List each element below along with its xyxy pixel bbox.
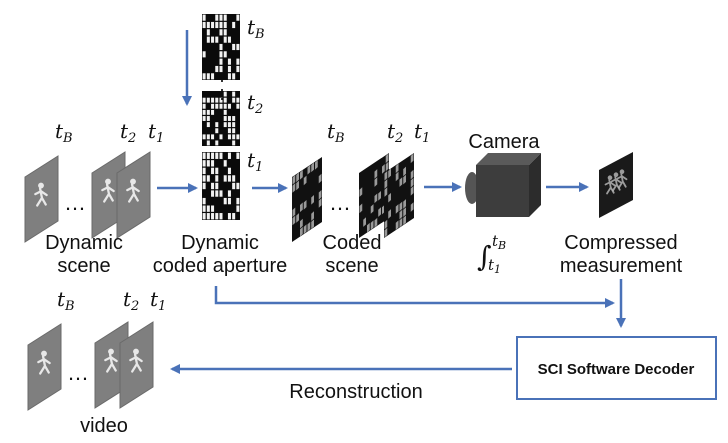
decoder-label: SCI Software Decoder (538, 361, 695, 378)
video-tB-label: t (57, 287, 66, 311)
dynamic-scene-frames: … (24, 151, 151, 243)
video-t2-sub: 2 (130, 299, 139, 314)
coded-dots: … (329, 190, 351, 215)
video-frames: … (27, 321, 154, 411)
mask-t2-label: t (247, 90, 256, 114)
svg-text:t1: t1 (148, 119, 164, 146)
scene-time-labels: tB t2 t1 (55, 119, 164, 146)
integral-lower: t (488, 256, 495, 274)
dynamic-scene-label-2: scene (57, 255, 110, 277)
coded-t1-label: t (414, 119, 423, 143)
mask-dots-2: · (219, 79, 225, 99)
svg-text:tB: tB (55, 119, 73, 146)
mask-t1-label: t (247, 148, 256, 172)
coded-aperture-masks: · · · (202, 14, 240, 220)
coded-frame-t1 (384, 153, 414, 238)
scene-t1-sub: 1 (156, 131, 164, 146)
svg-text:t2: t2 (247, 90, 263, 117)
scene-t2-label: t (120, 119, 129, 143)
scene-frame-tB (24, 155, 59, 243)
aperture-label-2: coded aperture (153, 255, 288, 277)
svg-text:tB: tB (492, 232, 506, 252)
video-tB-sub: B (64, 299, 75, 314)
scene-tB-sub: B (62, 131, 73, 146)
svg-text:t1: t1 (488, 256, 501, 276)
svg-text:t2: t2 (123, 287, 139, 314)
integral-upper: t (492, 232, 499, 250)
svg-text:t1: t1 (414, 119, 430, 146)
measurement-label-2: measurement (560, 255, 683, 277)
video-t1-sub: 1 (158, 299, 166, 314)
scene-tB-label: t (55, 119, 64, 143)
mask-tB (202, 14, 240, 80)
scene-t2-sub: 2 (127, 131, 136, 146)
coded-tB-sub: B (334, 131, 345, 146)
mask-dots-3: · (219, 88, 225, 108)
arrow-aperture-to-decoder (214, 286, 615, 308)
mask-t2-sub: 2 (254, 102, 263, 117)
measurement-label-1: Compressed (564, 232, 677, 254)
aperture-label-1: Dynamic (181, 232, 259, 254)
coded-tB-label: t (327, 119, 336, 143)
svg-text:tB: tB (57, 287, 75, 314)
coded-t2-label: t (387, 119, 396, 143)
camera-icon (465, 153, 541, 217)
coded-t2-sub: 2 (394, 131, 403, 146)
integral-lower-sub: 1 (494, 263, 501, 276)
sci-decoder-box: SCI Software Decoder (516, 336, 717, 400)
reconstruction-label: Reconstruction (289, 381, 422, 403)
svg-text:tB: tB (247, 15, 265, 42)
coded-scene-label-2: scene (325, 255, 378, 277)
integral-symbol: ∫ (477, 240, 492, 273)
coded-time-labels: tB t2 t1 (327, 119, 430, 146)
coded-scene-frames: … (292, 153, 414, 242)
mask-tB-sub: B (254, 27, 265, 42)
svg-text:t1: t1 (247, 148, 263, 175)
integral-upper-sub: B (497, 239, 506, 252)
mask-dots-1: · (219, 70, 225, 90)
camera-label: Camera (468, 131, 540, 153)
mask-time-labels: tB t2 t1 (247, 15, 265, 175)
scene-dots: … (64, 190, 86, 215)
mask-t1 (202, 152, 240, 220)
dynamic-scene-label-1: Dynamic (45, 232, 123, 254)
scene-t1-label: t (148, 119, 157, 143)
video-label: video (80, 415, 128, 437)
video-t1-label: t (150, 287, 159, 311)
svg-text:t2: t2 (120, 119, 136, 146)
video-frame-t1 (119, 321, 154, 409)
mask-tB-label: t (247, 15, 256, 39)
integral-label: ∫ tB t1 (477, 232, 506, 276)
scene-frame-t1 (116, 151, 151, 239)
compressed-measurement-image (599, 152, 633, 218)
svg-text:t2: t2 (387, 119, 403, 146)
video-time-labels: tB t2 t1 (57, 287, 166, 314)
video-dots: … (67, 360, 89, 385)
mask-t1-sub: 1 (255, 160, 263, 175)
svg-text:t1: t1 (150, 287, 166, 314)
coded-scene-label-1: Coded (323, 232, 382, 254)
coded-frame-tB (292, 157, 322, 242)
video-frame-tB (27, 323, 62, 411)
coded-t1-sub: 1 (422, 131, 430, 146)
mask-t2 (202, 91, 240, 146)
svg-text:tB: tB (327, 119, 345, 146)
video-t2-label: t (123, 287, 132, 311)
